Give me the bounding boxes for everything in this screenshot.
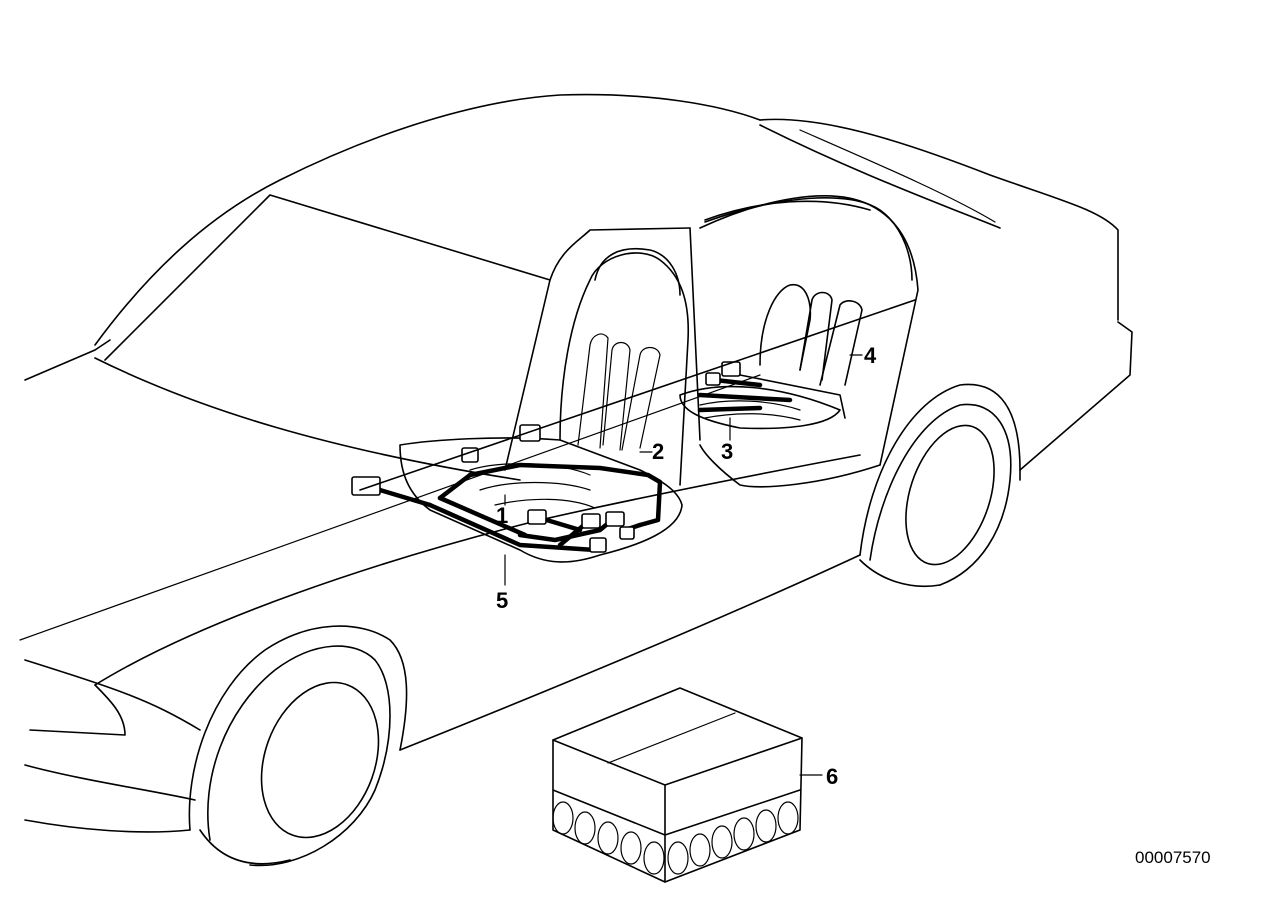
connector-seat-top [519, 424, 541, 442]
callout-2: 2 [652, 439, 664, 464]
connectors [351, 361, 741, 553]
connector-seat-right-b [605, 511, 625, 527]
connector-rear-mid [705, 372, 721, 386]
callout-6: 6 [826, 764, 838, 789]
callout-4: 4 [864, 343, 877, 368]
connector-seat-right-a [581, 513, 601, 529]
callout-5: 5 [496, 588, 508, 613]
rear-seat [679, 200, 871, 430]
leader-lines [19, 299, 916, 776]
connector-seat-mid [527, 509, 547, 525]
car-body-outline [24, 93, 1133, 833]
image-reference-number: 00007570 [1135, 848, 1211, 867]
rear-wheel [859, 383, 1021, 588]
connector-seat-bottom [589, 537, 607, 553]
connector-rear-top [721, 361, 741, 377]
callout-1: 1 [496, 503, 508, 528]
front-wiring-harness [377, 462, 663, 553]
connector-front-left [351, 476, 381, 496]
repair-kit-box [552, 687, 803, 883]
callout-3: 3 [721, 439, 733, 464]
connector-seat-rear [619, 526, 635, 540]
front-wheel [188, 625, 408, 867]
box-rolls [552, 801, 799, 875]
